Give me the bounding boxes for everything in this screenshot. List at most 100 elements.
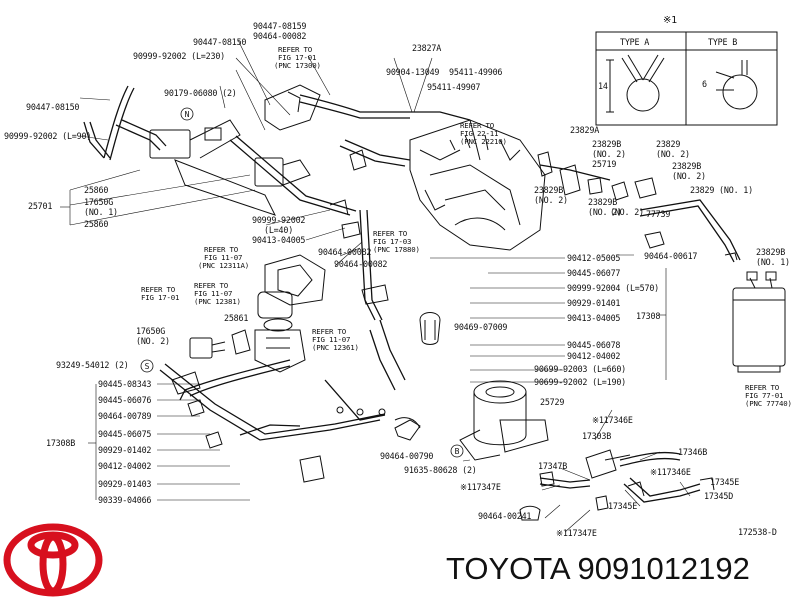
part-label: 90929-01403 bbox=[98, 479, 152, 489]
part-label: 23829B bbox=[534, 185, 564, 195]
part-label: 23829B bbox=[756, 247, 786, 257]
part-label: 17650G bbox=[84, 197, 114, 207]
part-label: 90464-00790 bbox=[380, 451, 434, 461]
refer-label: FIG 17-01 bbox=[141, 293, 180, 302]
engine-mount-icon bbox=[257, 291, 293, 319]
refer-label: (PNC 17880) bbox=[373, 245, 420, 254]
part-label: 17345D bbox=[704, 491, 734, 501]
part-label: 23829B bbox=[592, 139, 622, 149]
diagram-id: 172538-D bbox=[738, 527, 777, 537]
part-label: 17345E bbox=[608, 501, 638, 511]
refer-label: REFER TO bbox=[373, 229, 407, 238]
legend-note-mark: ※1 bbox=[663, 15, 677, 26]
part-label: 17308 bbox=[636, 311, 661, 321]
part-label: ※117346E bbox=[592, 415, 633, 425]
refer-label: REFER TO bbox=[204, 245, 238, 254]
part-label: 90999-92004 (L=570) bbox=[567, 283, 660, 293]
part-label: 17303B bbox=[582, 431, 612, 441]
part-label: 90412-04002 bbox=[98, 461, 152, 471]
part-label: ※117347E bbox=[556, 528, 597, 538]
refer-label: REFER TO bbox=[745, 383, 779, 392]
refer-label: (PNC 77740) bbox=[745, 399, 792, 408]
brand-part-number: TOYOTA 9091012192 bbox=[446, 551, 750, 586]
type-b-clamp-icon bbox=[722, 74, 758, 110]
part-label: 90999-92002 (L=90) bbox=[4, 131, 92, 141]
refer-label: REFER TO bbox=[312, 327, 346, 336]
part-label: 90929-01401 bbox=[567, 298, 621, 308]
part-label: (NO. 1) bbox=[84, 207, 118, 217]
part-label: 17345E bbox=[710, 477, 740, 487]
refer-label: (PNC 17300) bbox=[274, 61, 321, 70]
refer-label: FIG 17-03 bbox=[373, 237, 412, 246]
refer-label: FIG 11-07 bbox=[312, 335, 351, 344]
part-label: (NO. 2) bbox=[610, 207, 644, 217]
part-label: 23829 (NO. 1) bbox=[690, 185, 753, 195]
refer-label: (PNC 12381) bbox=[194, 297, 241, 306]
part-label: 90464-00082 bbox=[334, 259, 388, 269]
part-label: (NO. 2) bbox=[588, 207, 622, 217]
part-label: 90179-06080 (2) bbox=[164, 88, 237, 98]
legend-dim-b: 6 bbox=[702, 79, 707, 89]
part-label: 90464-00241 bbox=[478, 511, 532, 521]
legend-type-b: TYPE B bbox=[708, 37, 738, 47]
part-label: 90413-04005 bbox=[252, 235, 306, 245]
refer-label: FIG 17-01 bbox=[278, 53, 317, 62]
part-label: (NO. 2) bbox=[656, 149, 690, 159]
part-label: 90447-08150 bbox=[26, 102, 80, 112]
part-label: 25701 bbox=[28, 201, 53, 211]
part-label: 23829B bbox=[588, 197, 618, 207]
part-label: 25861 bbox=[224, 313, 249, 323]
part-label: 25729 bbox=[540, 397, 565, 407]
part-label: 90904-13049 bbox=[386, 67, 440, 77]
part-label: 17347B bbox=[538, 461, 568, 471]
part-label: 90445-06077 bbox=[567, 268, 621, 278]
legend-dim-a: 14 bbox=[598, 81, 608, 91]
part-label: 25860 bbox=[84, 219, 109, 229]
refer-label: REFER TO bbox=[278, 45, 312, 54]
part-label: 90445-06075 bbox=[98, 429, 152, 439]
part-label: 90445-06078 bbox=[567, 340, 621, 350]
part-label: 17308B bbox=[46, 438, 76, 448]
part-label: 77739 bbox=[646, 209, 671, 219]
part-label: 90464-00082 bbox=[318, 247, 372, 257]
vsv-3-icon bbox=[189, 337, 213, 359]
part-label: 23827A bbox=[412, 43, 442, 53]
refer-label: REFER TO bbox=[141, 285, 175, 294]
part-label: 90412-05005 bbox=[567, 253, 621, 263]
part-label: 90447-08150 bbox=[193, 37, 247, 47]
refer-label: (PNC 12311A) bbox=[198, 261, 249, 270]
part-label: (NO. 2) bbox=[534, 195, 568, 205]
part-label: 23829 bbox=[656, 139, 681, 149]
part-label: 90447-08159 bbox=[253, 21, 307, 31]
part-label: 90999-92002 (L=230) bbox=[133, 51, 226, 61]
part-label: 90464-00082 bbox=[253, 31, 307, 41]
part-label: 90929-01402 bbox=[98, 445, 152, 455]
toyota-logo-icon bbox=[3, 523, 103, 597]
part-label: 90699-92002 (L=190) bbox=[534, 377, 627, 387]
part-label: ※117346E bbox=[650, 467, 691, 477]
refer-label: (PNC 12361) bbox=[312, 343, 359, 352]
part-label: 91635-80628 (2) bbox=[404, 465, 477, 475]
circle-mark-b-text: B bbox=[455, 447, 460, 456]
legend-type-a: TYPE A bbox=[620, 37, 650, 47]
refer-label: REFER TO bbox=[460, 121, 494, 130]
refer-label: FIG 77-01 bbox=[745, 391, 784, 400]
part-label: 93249-54012 (2) bbox=[56, 360, 129, 370]
part-label: 90445-08343 bbox=[98, 379, 152, 389]
part-label: (NO. 2) bbox=[592, 149, 626, 159]
part-label: (NO. 2) bbox=[136, 336, 170, 346]
part-label: 25860 bbox=[84, 185, 109, 195]
circle-mark-b bbox=[450, 444, 464, 458]
part-label: 90412-04002 bbox=[567, 351, 621, 361]
part-label: 17650G bbox=[136, 326, 166, 336]
part-label: 90413-04005 bbox=[567, 313, 621, 323]
refer-label: REFER TO bbox=[194, 281, 228, 290]
part-label: 90999-92002 bbox=[252, 215, 306, 225]
part-label: 90464-00789 bbox=[98, 411, 152, 421]
refer-label: (PNC 22210) bbox=[460, 137, 507, 146]
part-label: 23829A bbox=[570, 125, 600, 135]
part-label: 90445-06076 bbox=[98, 395, 152, 405]
circle-mark-n-text: N bbox=[185, 110, 190, 119]
part-label: 90699-92003 (L=660) bbox=[534, 364, 627, 374]
refer-label: FIG 22-11 bbox=[460, 129, 499, 138]
